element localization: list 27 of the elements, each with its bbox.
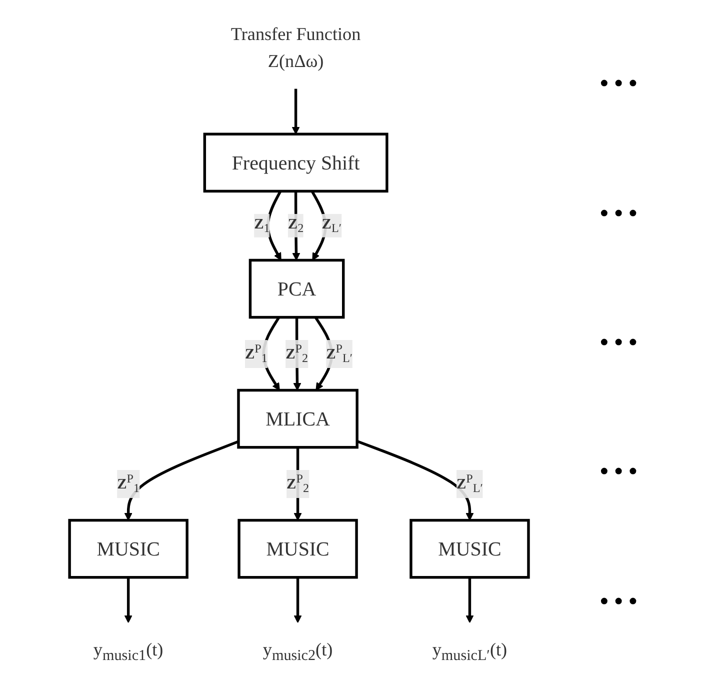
arrow xyxy=(266,190,282,261)
node-box: PCA xyxy=(248,258,344,319)
arrow xyxy=(124,577,132,624)
node-text: y$_{music1}$(t) xyxy=(93,640,163,664)
ellipsis: • • • xyxy=(600,71,638,98)
node-box: MUSIC xyxy=(68,518,188,579)
arrow xyxy=(294,577,302,624)
arrow xyxy=(310,190,327,261)
node-box: MUSIC xyxy=(409,518,530,579)
edge-label: Z$_{L′}$ xyxy=(322,216,342,235)
ellipsis: • • • xyxy=(600,200,638,228)
node-box: MUSIC xyxy=(237,518,358,579)
arrow xyxy=(292,191,300,261)
node-text: y$_{musicL′}$(t) xyxy=(432,640,507,664)
ellipsis: • • • xyxy=(600,588,638,616)
arrow xyxy=(465,577,474,624)
arrow xyxy=(124,440,239,521)
ellipsis: • • • xyxy=(600,459,638,486)
node-box: Frequency Shift xyxy=(203,132,388,193)
arrow xyxy=(356,440,474,521)
edge-label: Z$_{1}$ xyxy=(254,216,270,235)
node-text: Transfer Function Z(nΔω) xyxy=(230,24,360,72)
ellipsis: • • • xyxy=(600,330,638,357)
node-text: y$_{music2}$(t) xyxy=(262,640,332,664)
edge-label: Z$_{2}$ xyxy=(288,216,304,235)
node-box: MLICA xyxy=(236,388,358,449)
arrow xyxy=(292,88,300,134)
